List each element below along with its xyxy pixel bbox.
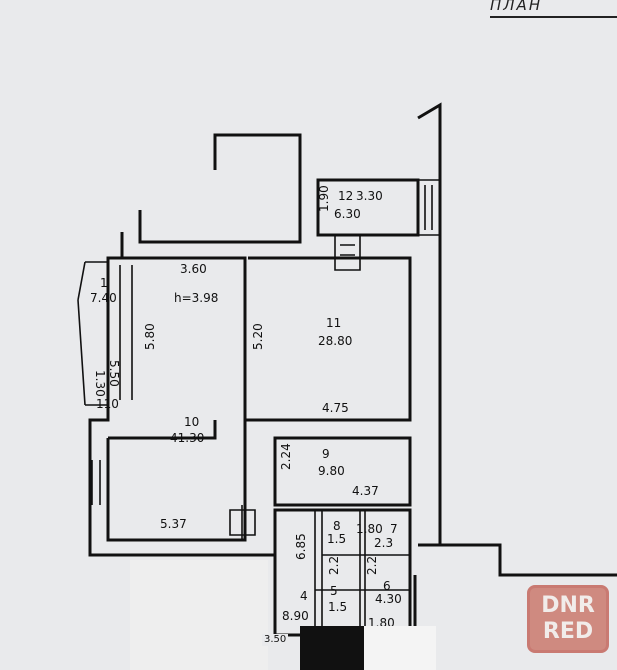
room-5-area: 1.5 xyxy=(328,600,347,614)
room-10-number: 10 xyxy=(184,415,199,429)
plan-header: ПЛАН xyxy=(490,0,617,18)
room-8-number: 8 xyxy=(333,519,341,533)
redaction-light xyxy=(364,626,436,670)
room-6-number: 6 xyxy=(383,579,391,593)
room-1-dims-b: 1.30 xyxy=(93,370,107,397)
room-1-dims-a: 5.50 xyxy=(107,360,121,387)
room-9-number: 9 xyxy=(322,447,330,461)
room-10-dims-side: 5.80 xyxy=(143,323,157,350)
room-10-area: 41.30 xyxy=(170,431,204,445)
ceiling-height: h=3.98 xyxy=(174,291,218,305)
redaction-overlay xyxy=(130,560,268,670)
room-9-dims-bottom: 4.37 xyxy=(352,484,379,498)
room-5-number: 5 xyxy=(330,584,338,598)
walls xyxy=(77,102,617,640)
room-10-dims-bottom: 5.37 xyxy=(160,517,187,531)
misc-dim-2: 2.2 xyxy=(365,556,379,575)
room-11-dims-side: 5.20 xyxy=(251,323,265,350)
room-9-area: 9.80 xyxy=(318,464,345,478)
room-9-dims-side: 2.24 xyxy=(279,443,293,470)
room-6-area: 4.30 xyxy=(375,592,402,606)
room-4-area: 8.90 xyxy=(282,609,309,623)
room-12-dims-side: 1.90 xyxy=(317,185,331,212)
room-11-number: 11 xyxy=(326,316,341,330)
misc-dim-1: 2.2 xyxy=(327,556,341,575)
room-1-area: 7.40 xyxy=(90,291,117,305)
room-8-area: 1.5 xyxy=(327,532,346,546)
logo-line-1: DNR xyxy=(541,593,595,618)
room-12-area: 6.30 xyxy=(334,207,361,221)
misc-dim-3: 3.50 xyxy=(262,634,289,646)
room-4-number: 4 xyxy=(300,589,308,603)
room-7-area: 2.3 xyxy=(374,536,393,550)
room-12-dims-top: 3.30 xyxy=(356,189,383,203)
logo-line-2: RED xyxy=(542,619,594,644)
room-1-dims-c: 110 xyxy=(96,397,119,411)
room-7-dims: 1.80 xyxy=(356,522,383,536)
room-11-area: 28.80 xyxy=(318,334,352,348)
room-12-number: 12 xyxy=(338,189,353,203)
room-4-dims-side: 6.85 xyxy=(294,533,308,560)
dnrred-watermark-logo: DNR RED xyxy=(527,585,609,653)
room-1-number: 1 xyxy=(100,276,108,290)
room-7-number: 7 xyxy=(390,522,398,536)
redaction-dark xyxy=(300,626,364,670)
room-11-dims-bottom: 4.75 xyxy=(322,401,349,415)
room-10-dims-top: 3.60 xyxy=(180,262,207,276)
